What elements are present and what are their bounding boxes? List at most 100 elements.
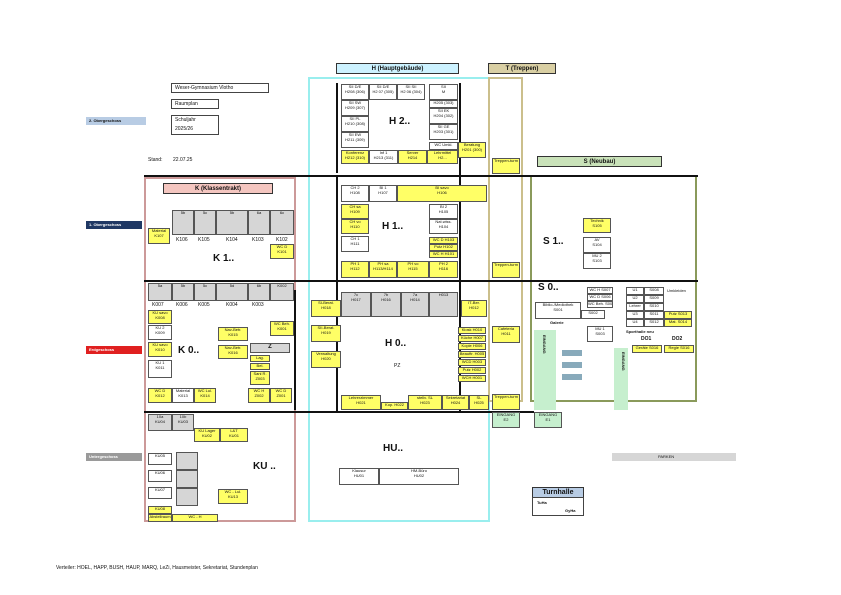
room-ku05-sub: [176, 452, 198, 470]
room-label-k105: K105: [198, 237, 210, 243]
umkleiden-label: Umkleiden: [667, 288, 686, 293]
center-label-h2: H 2..: [389, 116, 411, 127]
eingang-vertical-label: EINGANG: [542, 335, 547, 354]
school-year-label: Schuljahr: [175, 117, 196, 123]
room-u3: U3: [626, 311, 644, 319]
center-label-s0: S 0..: [538, 282, 559, 293]
room-label-k003: K003: [252, 302, 264, 308]
room-h007: Küche H007: [458, 335, 486, 342]
treppenturm: Treppen-turm: [492, 394, 520, 410]
wall: [294, 290, 296, 410]
room-h018: SI-Berat.H018: [311, 300, 341, 317]
room-h001: WCH H001: [458, 375, 486, 382]
parken-bar: PARKEN: [612, 453, 736, 461]
room-h006: Kopie H006: [458, 343, 486, 350]
room-k105: 5c: [194, 210, 216, 235]
school-year-box: Schuljahr 2025/26: [171, 115, 219, 135]
room-h003: WCD H003: [458, 359, 486, 366]
room-label-k104: K104: [226, 237, 238, 243]
floor-badge-eg: Erdgeschoss: [86, 346, 142, 354]
sporthalle-label: Sporthalle neu: [626, 329, 654, 334]
room-h002: Putz H002: [458, 367, 486, 374]
room-h013: H013: [429, 292, 458, 317]
turnhalle-box: TuHa GyHa: [532, 497, 584, 516]
room-k001: WC Beh.K001: [270, 321, 294, 336]
room-label-k106: K106: [176, 237, 188, 243]
center-label-s1: S 1..: [543, 236, 564, 247]
room-k002: K002: [270, 283, 294, 301]
school-name: Weser-Gymnasium Vlotho: [175, 85, 234, 91]
school-year-value: 2025/26: [175, 126, 194, 132]
treppenturm: Treppen-turm: [492, 262, 520, 278]
room-label-k006: K006: [176, 302, 188, 308]
center-label-h1: H 1..: [382, 221, 404, 232]
floor-badge-ug: Untergeschoss: [86, 453, 142, 461]
distribution-list: Verteiler: HOEL, HAPP, BUSH, HAUP, MARQ,…: [56, 565, 258, 571]
room-s005: WC Beh. S005: [587, 301, 613, 308]
room-s012: S012: [644, 319, 664, 327]
room-k103: 6a: [248, 210, 270, 235]
building-t-label: T (Treppen): [488, 63, 556, 74]
room-s006: WC D S006: [587, 294, 613, 301]
floor-divider: [144, 411, 534, 413]
room-s011: S011: [644, 311, 664, 319]
eingang-strip: [614, 348, 628, 410]
floor-label-eg: Erdgeschoss: [89, 347, 115, 352]
center-label-h0: H 0..: [385, 338, 407, 349]
room-gyha: GyHa: [565, 508, 576, 513]
room-u4: U4: [626, 319, 644, 327]
room-k015: Nav-Betr.K015: [218, 327, 248, 341]
room-regie: Regie S016: [664, 345, 694, 353]
room-h012: IT-Ber.H012: [461, 300, 487, 317]
z-wing-label: Z: [250, 343, 290, 353]
do1-label: DO1: [641, 336, 652, 342]
parken-label: PARKEN: [658, 454, 675, 459]
room-h101: WC H H101: [429, 251, 458, 258]
room-k106: 5b: [172, 210, 194, 235]
floor-label-ug: Untergeschoss: [89, 454, 118, 459]
room-h205: H205 (303): [429, 100, 458, 108]
eingang-vertical-label: EINGANG: [621, 352, 626, 371]
door-marker: [562, 374, 582, 380]
floor-divider: [144, 175, 698, 177]
room-ku05: KU05: [148, 453, 172, 465]
room-z004: Bel.: [250, 363, 270, 370]
room-wc-umkl: WC Umkl.: [429, 142, 458, 150]
stand-date: 22.07.25: [173, 157, 193, 163]
room-s007: WC H S007: [587, 287, 613, 294]
room-s014: Mat. S014: [664, 319, 692, 327]
room-s002: S002: [581, 310, 605, 319]
do2-label: DO2: [672, 336, 683, 342]
room-geraete: Geräte S016: [632, 345, 662, 353]
room-label-k004: K004: [226, 302, 238, 308]
